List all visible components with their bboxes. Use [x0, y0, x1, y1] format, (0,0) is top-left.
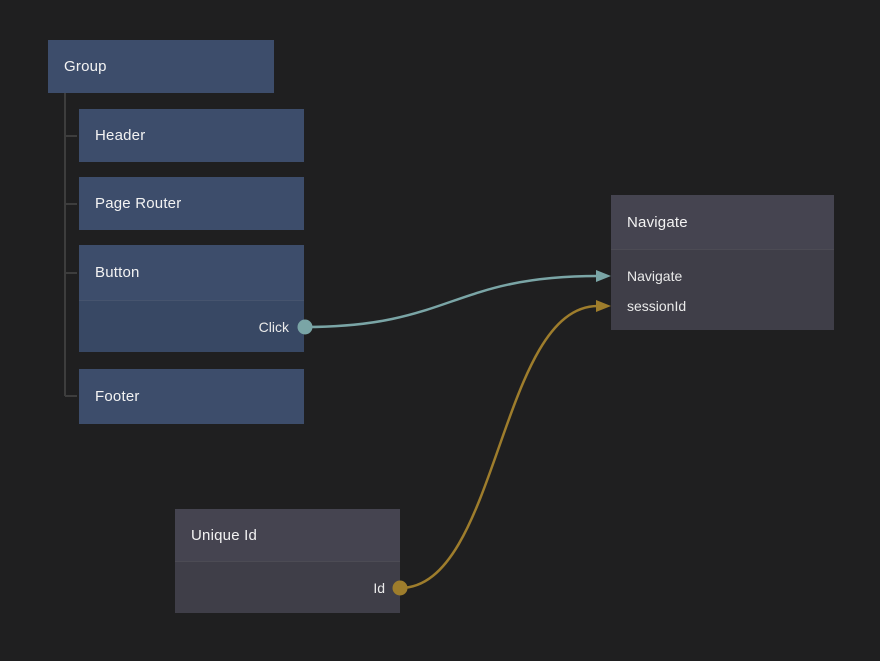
connection-arrowhead — [596, 270, 611, 282]
node-group[interactable]: Group — [48, 40, 274, 93]
node-title: Page Router — [79, 177, 304, 230]
output-port-unique-id-0[interactable]: Id — [175, 573, 400, 603]
node-unique-id[interactable]: Unique Id Id — [175, 509, 400, 613]
input-port-navigate-0[interactable]: Navigate — [611, 261, 834, 291]
node-footer[interactable]: Footer — [79, 369, 304, 424]
connection-curve[interactable] — [399, 304, 599, 590]
node-port-section: Navigate sessionId — [611, 249, 834, 330]
port-label: sessionId — [627, 298, 687, 314]
connection-arrowhead — [596, 300, 611, 312]
node-title: Unique Id — [175, 509, 400, 561]
port-label: Id — [373, 580, 385, 596]
output-port-button-0[interactable]: Click — [79, 312, 304, 342]
port-label: Navigate — [627, 268, 683, 284]
port-label: Click — [258, 319, 289, 335]
node-page-router[interactable]: Page Router — [79, 177, 304, 230]
node-header[interactable]: Header — [79, 109, 304, 162]
node-title: Navigate — [611, 195, 834, 249]
node-title: Button — [79, 245, 304, 300]
node-title: Footer — [79, 369, 304, 424]
node-port-section: Id — [175, 561, 400, 613]
node-title: Header — [79, 109, 304, 162]
connection-curve[interactable] — [304, 274, 599, 329]
node-port-section: Click — [79, 300, 304, 352]
input-port-navigate-1[interactable]: sessionId — [611, 291, 834, 321]
node-title: Group — [48, 40, 274, 93]
